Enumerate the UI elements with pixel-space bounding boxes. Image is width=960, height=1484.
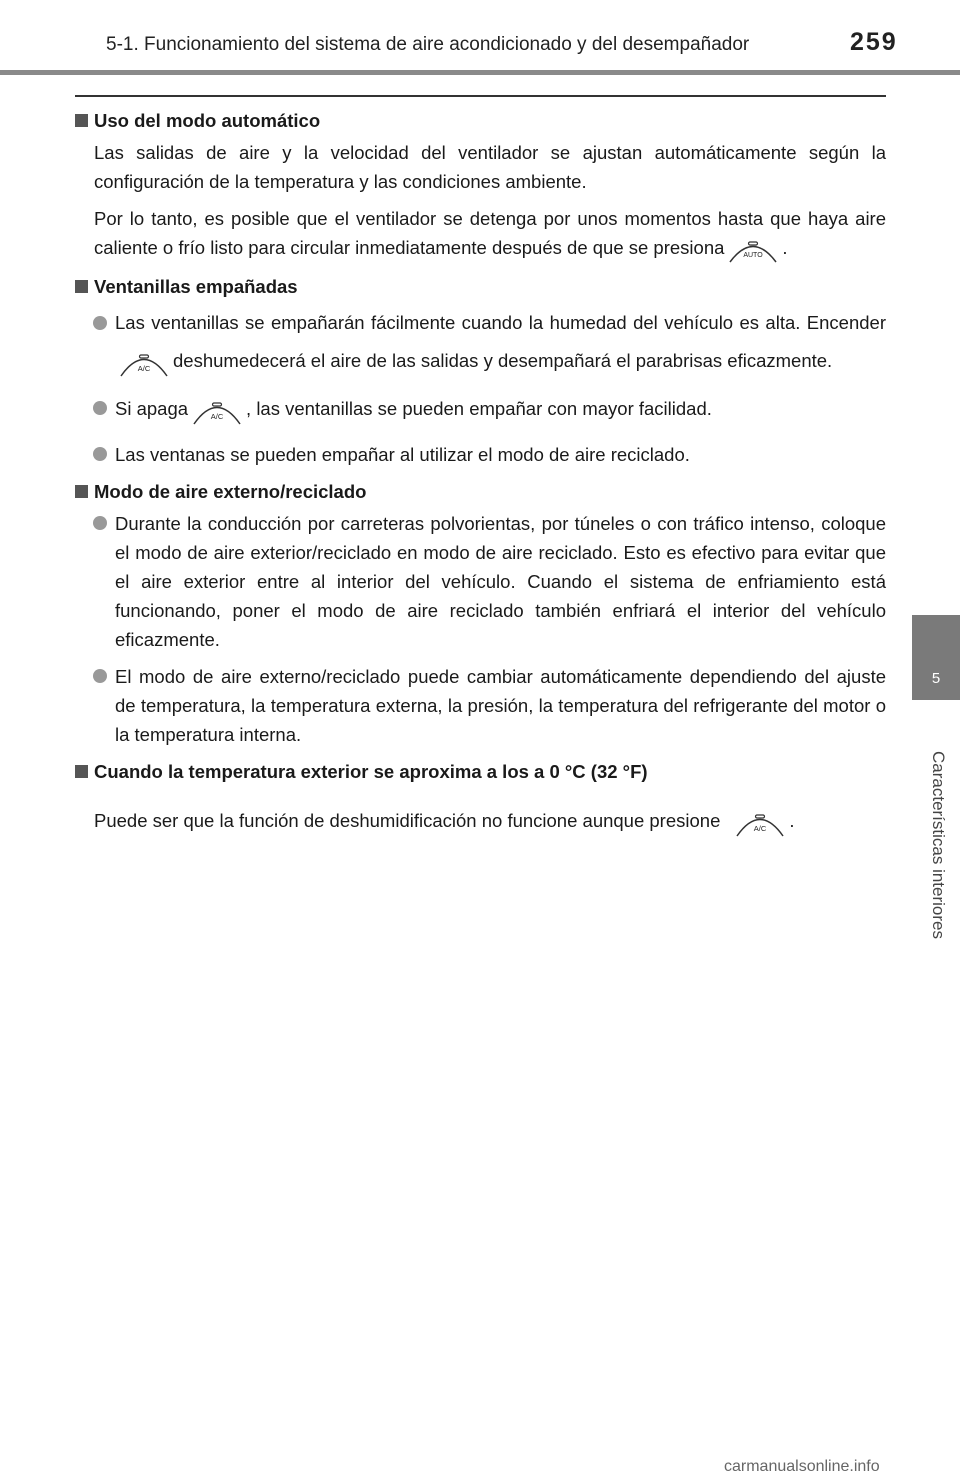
bullet-dot-icon xyxy=(93,316,107,331)
section-auto-mode: Uso del modo automático Las salidas de a… xyxy=(75,106,886,264)
chapter-tab-number: 5 xyxy=(931,670,941,687)
paragraph: Puede ser que la función de deshumidific… xyxy=(94,806,886,838)
square-bullet-icon xyxy=(75,280,88,294)
chapter-tab-label: Características interiores xyxy=(929,750,948,940)
chapter-tab[interactable]: 5 xyxy=(912,615,960,700)
list-item: Las ventanas se pueden empañar al utiliz… xyxy=(93,440,886,469)
page-content: Uso del modo automático Las salidas de a… xyxy=(75,106,886,846)
square-bullet-icon xyxy=(75,485,88,499)
svg-text:A/C: A/C xyxy=(754,824,767,833)
list-item: Durante la conducción por carreteras pol… xyxy=(93,509,886,654)
header-rule xyxy=(0,70,960,75)
section-heading: Cuando la temperatura exterior se aproxi… xyxy=(75,757,886,786)
section-cold-temperature: Cuando la temperatura exterior se aproxi… xyxy=(75,757,886,838)
bullet-dot-icon xyxy=(93,669,107,684)
list-item: Las ventanillas se empañarán fácilmente … xyxy=(93,304,886,380)
section-heading: Ventanillas empañadas xyxy=(75,272,886,301)
page-number: 259 xyxy=(850,28,898,56)
svg-text:A/C: A/C xyxy=(138,364,151,373)
page-header: 5-1. Funcionamiento del sistema de aire … xyxy=(0,0,960,80)
watermark: carmanualsonline.info xyxy=(724,1458,880,1475)
section-heading: Modo de aire externo/reciclado xyxy=(75,477,886,506)
bullet-dot-icon xyxy=(93,516,107,531)
paragraph: Por lo tanto, es posible que el ventilad… xyxy=(94,204,886,264)
ac-button-icon: A/C xyxy=(734,806,786,838)
section-heading: Uso del modo automático xyxy=(75,106,886,135)
section-fogged-windows: Ventanillas empañadas Las ventanillas se… xyxy=(75,272,886,469)
list-item: El modo de aire externo/reciclado puede … xyxy=(93,662,886,749)
ac-button-icon: A/C xyxy=(191,394,243,426)
square-bullet-icon xyxy=(75,114,88,127)
chapter-title: 5-1. Funcionamiento del sistema de aire … xyxy=(106,34,750,55)
svg-text:A/C: A/C xyxy=(211,412,224,421)
svg-text:AUTO: AUTO xyxy=(744,252,764,259)
section-air-mode: Modo de aire externo/reciclado Durante l… xyxy=(75,477,886,749)
ac-button-icon: A/C xyxy=(118,346,170,378)
auto-button-icon: AUTO xyxy=(727,234,779,264)
paragraph: Las salidas de aire y la velocidad del v… xyxy=(94,142,886,192)
square-bullet-icon xyxy=(75,765,88,779)
content-rule xyxy=(75,95,886,97)
bullet-dot-icon xyxy=(93,401,107,416)
bullet-dot-icon xyxy=(93,447,107,462)
